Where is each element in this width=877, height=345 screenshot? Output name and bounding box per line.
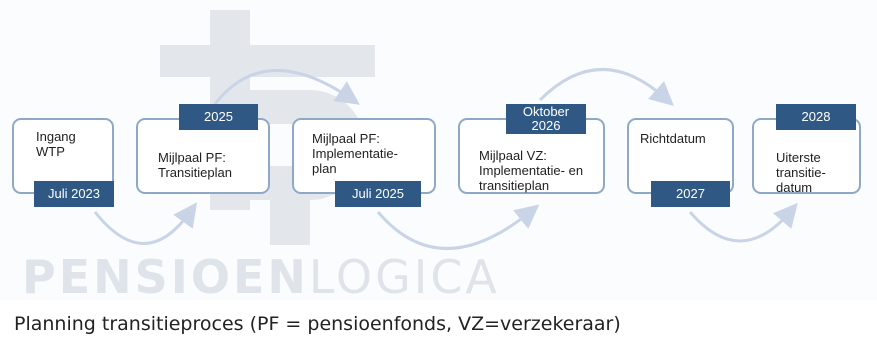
step-text-ingang-wtp: Ingang WTP (36, 129, 76, 159)
step-text-richtdatum: Richtdatum (640, 131, 706, 146)
step-text-uiterste-transitiedatum: Uiterste transitie- datum (776, 150, 826, 195)
arrow-4 (538, 68, 674, 106)
arrow-3 (376, 204, 540, 250)
watermark-text: PENSIOENLOGICA (22, 250, 500, 304)
step-text-vz-implementatie-transitieplan: Mijlpaal VZ: Implementatie- en transitie… (479, 148, 584, 193)
step-text-implementatieplan: Mijlpaal PF: Implementatie- plan (312, 131, 398, 176)
step-text-transitieplan: Mijlpaal PF: Transitieplan (158, 150, 232, 180)
arrow-1 (93, 202, 197, 245)
arrow-2 (213, 68, 360, 105)
timeline-diagram: PENSIOENLOGICA Ingang WTP Juli 2023 Mijl… (12, 10, 861, 304)
date-tag-juli-2023: Juli 2023 (34, 181, 114, 207)
date-tag-2027: 2027 (651, 181, 730, 207)
date-tag-2025: 2025 (179, 104, 258, 130)
step-box-transitieplan (136, 118, 270, 194)
figure-caption: Planning transitieproces (PF = pensioenf… (14, 313, 621, 335)
timeline-arrows (93, 68, 798, 250)
date-tag-oktober-2026: Oktober 2026 (506, 104, 586, 134)
arrow-5 (688, 202, 798, 243)
date-tag-2028: 2028 (776, 104, 856, 130)
date-tag-juli-2025: Juli 2025 (335, 181, 421, 207)
